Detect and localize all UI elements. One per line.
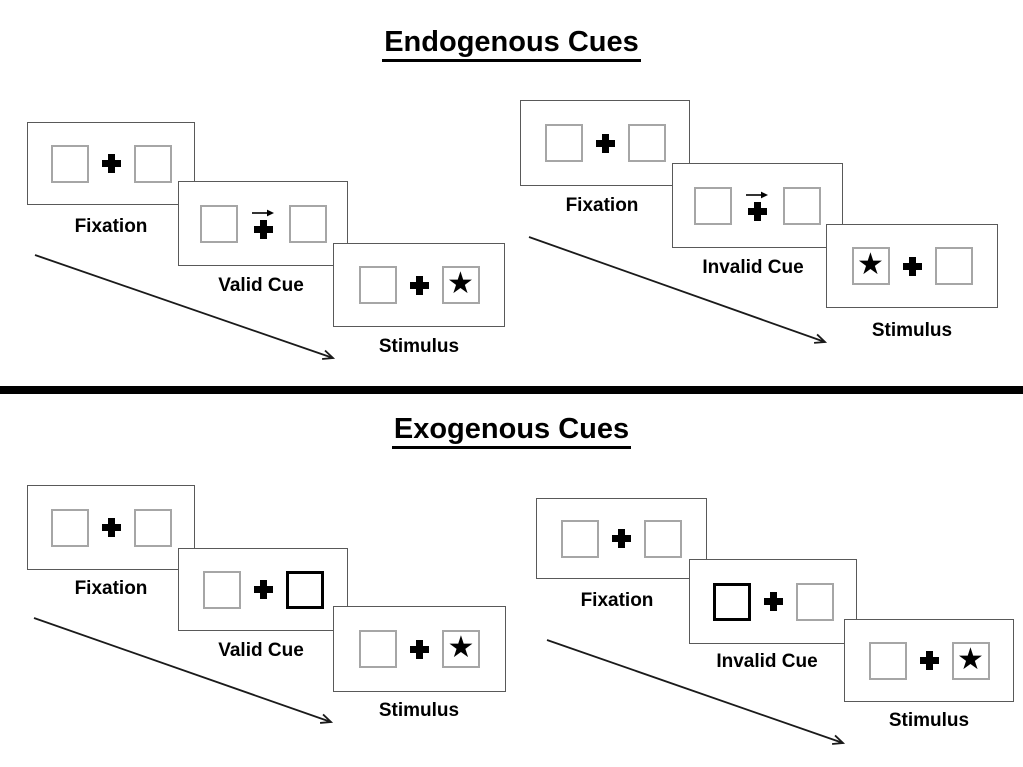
timeline-arrow-exogenous-valid — [33, 617, 334, 724]
section-title-endogenous-text: Endogenous Cues — [382, 26, 641, 62]
timeline-arrow-endogenous-invalid — [528, 236, 828, 344]
endo-valid-cue-panel — [178, 181, 348, 266]
left-box — [544, 124, 583, 162]
fixation-cross-icon — [253, 220, 273, 239]
left-box: ★ — [851, 247, 890, 285]
right-box: ★ — [951, 641, 990, 680]
right-arrow-icon — [251, 209, 274, 217]
fixation-cross-icon — [101, 518, 121, 537]
star-icon: ★ — [857, 247, 884, 282]
left-box — [358, 266, 397, 304]
panel-label: Stimulus — [871, 320, 953, 341]
right-box — [627, 124, 666, 162]
fixation-cross-icon — [763, 592, 783, 611]
endo-invalid-stimulus-panel: ★ — [826, 224, 998, 308]
right-box — [133, 144, 172, 183]
right-box — [288, 204, 327, 243]
endo-invalid-cue-panel — [672, 163, 843, 248]
left-box — [50, 144, 89, 183]
left-box — [561, 519, 599, 558]
panel-label: Valid Cue — [218, 275, 304, 296]
endo-valid-fixation-panel — [27, 122, 195, 205]
left-box — [868, 641, 907, 680]
star-icon: ★ — [447, 266, 474, 301]
right-box — [644, 519, 682, 558]
panel-label: Fixation — [74, 578, 148, 599]
endo-invalid-fixation-panel — [520, 100, 690, 186]
left-box — [359, 630, 397, 668]
star-icon: ★ — [957, 641, 984, 677]
panel-label: Invalid Cue — [702, 257, 804, 278]
left-box-highlighted — [712, 582, 751, 621]
section-divider — [0, 386, 1023, 394]
left-box — [199, 204, 238, 243]
left-box — [50, 508, 89, 547]
fixation-cross-icon — [748, 202, 767, 221]
left-box — [202, 570, 241, 609]
panel-label: Invalid Cue — [716, 651, 818, 672]
timeline-arrow-endogenous-valid — [34, 254, 336, 360]
section-title-exogenous: Exogenous Cues — [0, 413, 1023, 449]
right-arrow-icon — [746, 191, 768, 199]
right-box — [934, 247, 973, 285]
left-box — [694, 186, 732, 225]
exo-valid-cue-panel — [178, 548, 348, 631]
exo-invalid-cue-panel — [689, 559, 857, 644]
panel-label: Stimulus — [378, 336, 460, 357]
fixation-cross-icon — [409, 275, 429, 295]
fixation-cross-icon — [902, 256, 922, 276]
section-title-exogenous-text: Exogenous Cues — [391, 413, 632, 449]
fixation-cross-icon — [595, 133, 615, 153]
fixation-cross-icon — [101, 154, 121, 173]
exo-valid-stimulus-panel: ★ — [333, 606, 506, 692]
panel-label: Valid Cue — [218, 640, 304, 661]
fixation-cross-icon — [253, 580, 273, 599]
star-icon: ★ — [447, 630, 475, 665]
central-cue — [251, 208, 276, 239]
section-title-endogenous: Endogenous Cues — [0, 26, 1023, 62]
panel-label: Stimulus — [378, 700, 460, 721]
endo-valid-stimulus-panel: ★ — [333, 243, 505, 327]
right-box: ★ — [441, 266, 480, 304]
right-box — [795, 582, 834, 621]
panel-label: Stimulus — [888, 710, 970, 731]
fixation-cross-icon — [410, 639, 429, 659]
panel-label: Fixation — [74, 216, 148, 237]
right-box — [783, 186, 821, 225]
central-cue — [745, 190, 770, 221]
exo-valid-fixation-panel — [27, 485, 195, 570]
panel-label: Fixation — [565, 195, 639, 216]
fixation-cross-icon — [612, 529, 631, 548]
right-box: ★ — [442, 630, 480, 668]
right-box-highlighted — [285, 570, 324, 609]
right-box — [133, 508, 172, 547]
fixation-cross-icon — [919, 651, 939, 670]
exo-invalid-stimulus-panel: ★ — [844, 619, 1014, 702]
exo-invalid-fixation-panel — [536, 498, 707, 579]
panel-label: Fixation — [580, 590, 654, 611]
